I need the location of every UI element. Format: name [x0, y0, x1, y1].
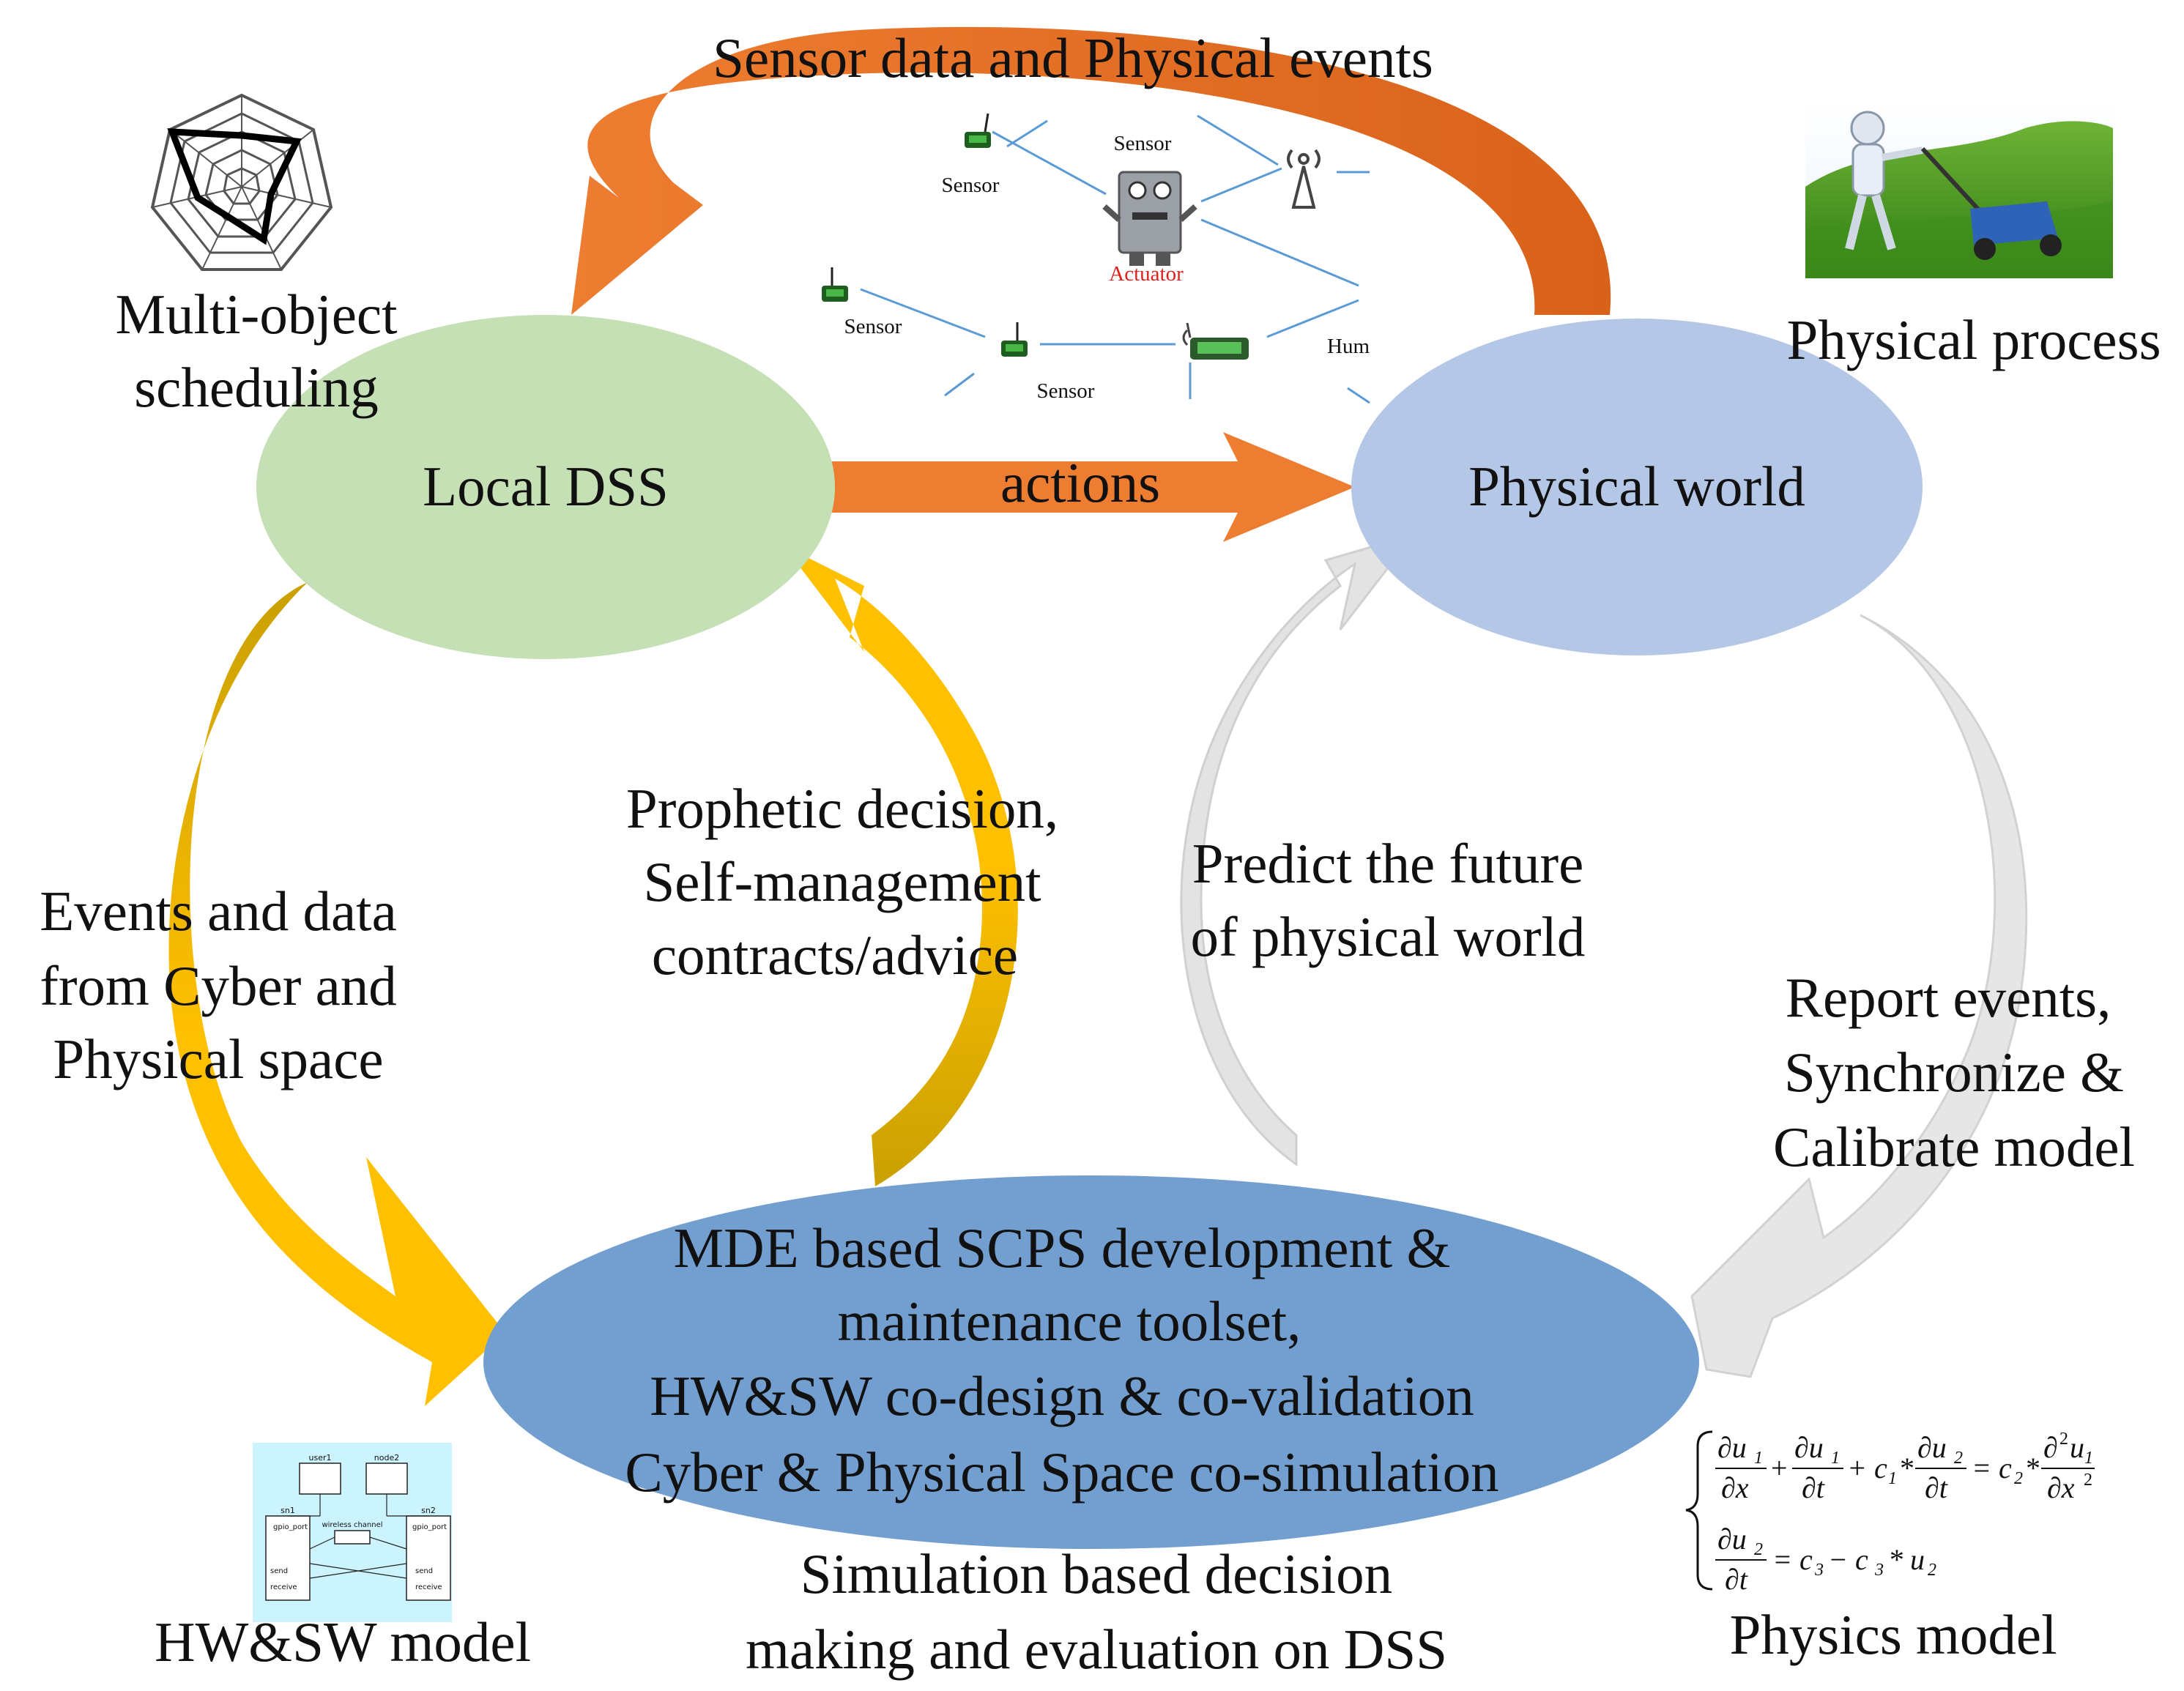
- events-data-arrow: [168, 582, 505, 1406]
- actions-arrow: [820, 432, 1355, 542]
- eq2-num: ∂u: [1717, 1523, 1747, 1556]
- physics-model-label: Physics model: [1729, 1603, 2057, 1666]
- events-data-line-1: Events and data: [40, 880, 397, 943]
- multi-object-line-1: Multi-object: [116, 283, 398, 346]
- eq1-den-1: ∂x: [1721, 1471, 1749, 1504]
- eq1-num-4: ∂: [2043, 1431, 2058, 1464]
- prophetic-line-1: Prophetic decision,: [626, 777, 1058, 840]
- toolset-node: [483, 1175, 1699, 1549]
- eq1-plus-1: +: [1771, 1452, 1788, 1484]
- physical-process-label: Physical process: [1786, 308, 2161, 371]
- report-line-2: Synchronize &: [1784, 1041, 2124, 1104]
- eq1-num-3: ∂u: [1917, 1431, 1947, 1464]
- simulation-line-2: making and evaluation on DSS: [746, 1618, 1447, 1681]
- eq1-den-3: ∂t: [1925, 1471, 1948, 1504]
- eq2-minus-c3-sub: 3: [1874, 1561, 1884, 1580]
- simulation-line-1: Simulation based decision: [801, 1542, 1392, 1605]
- eq1-num-4-sub: 1: [2084, 1449, 2093, 1468]
- robot-mowing-lawn-image: [1805, 99, 2113, 278]
- sensor-node-icon: [1001, 322, 1028, 357]
- sensor-node-icon: [822, 267, 848, 302]
- thumb-port-5: send: [415, 1567, 433, 1575]
- sensor-label-4: Sensor: [1037, 379, 1095, 403]
- report-line-3: Calibrate model: [1773, 1115, 2135, 1178]
- sensor-data-arrow: [571, 26, 1611, 315]
- physical-world-label: Physical world: [1468, 455, 1805, 518]
- prophetic-decision-arrow: [784, 546, 1018, 1186]
- top-label: Sensor data and Physical events: [713, 26, 1433, 89]
- antenna-icon: [1287, 149, 1321, 209]
- gateway-icon: [1182, 322, 1249, 360]
- eq1-num-2: ∂u: [1794, 1431, 1824, 1464]
- toolset-line-1: MDE based SCPS development &: [674, 1216, 1451, 1279]
- report-line-1: Report events,: [1786, 966, 2111, 1029]
- sensor-network: Sensor Sensor Sensor Sensor Actuator Hum: [822, 113, 1370, 404]
- events-data-line-2: from Cyber and: [40, 954, 397, 1017]
- eq1-c2: = c: [1972, 1452, 2012, 1484]
- eq1-num-1-sub: 1: [1754, 1449, 1763, 1468]
- robot-actuator-icon: [1102, 171, 1197, 266]
- predict-line-1: Predict the future: [1192, 832, 1584, 895]
- radar-chart-icon: [150, 93, 333, 271]
- events-data-line-3: Physical space: [53, 1027, 383, 1090]
- thumb-port-3: send: [270, 1567, 288, 1575]
- human-label: Hum: [1327, 335, 1370, 358]
- local-dss-node: [256, 315, 835, 659]
- sensor-label-1: Sensor: [942, 174, 1000, 197]
- eq1-c1-sub: 1: [1888, 1469, 1897, 1488]
- thumb-port-2: gpio_port: [412, 1523, 447, 1531]
- multi-object-line-2: scheduling: [134, 356, 379, 419]
- thumb-block-1: user1: [309, 1453, 332, 1463]
- eq2-minus-c3: − c: [1828, 1543, 1868, 1576]
- prophetic-line-2: Self-management: [643, 850, 1041, 913]
- actuator-label: Actuator: [1109, 262, 1184, 286]
- sensor-node-icon: [965, 113, 991, 148]
- eq1-num-2-sub: 1: [1831, 1449, 1840, 1468]
- eq1-star-2: *: [2026, 1452, 2040, 1484]
- physics-model-equations: ∂u 1 ∂x + ∂u 1 ∂t + c 1 * ∂u 2 ∂t = c 2 …: [1685, 1430, 2095, 1596]
- toolset-line-3: HW&SW co-design & co-validation: [650, 1364, 1474, 1427]
- actions-label: actions: [1000, 451, 1160, 514]
- physical-world-node: [1351, 319, 1923, 655]
- eq1-c2-sub: 2: [2014, 1469, 2023, 1488]
- eq2-num-sub: 2: [1754, 1540, 1763, 1559]
- eq1-den-4-sup: 2: [2084, 1471, 2092, 1490]
- sensor-label-2: Sensor: [1114, 132, 1172, 155]
- thumb-channel: wireless channel: [322, 1521, 382, 1529]
- eq2-den: ∂t: [1725, 1563, 1748, 1596]
- thumb-port-6: receive: [415, 1583, 442, 1591]
- prophetic-line-3: contracts/advice: [652, 923, 1018, 986]
- eq1-num-4-sup: 2: [2059, 1430, 2068, 1449]
- thumb-block-4: sn2: [421, 1506, 436, 1515]
- hwsw-model-thumbnail: user1 node2 sn1 sn2 gpio_port gpio_port …: [253, 1443, 452, 1622]
- predict-line-2: of physical world: [1191, 905, 1586, 968]
- eq1-c1: + c: [1847, 1452, 1887, 1484]
- eq1-star-1: *: [1900, 1452, 1914, 1484]
- thumb-port-4: receive: [270, 1583, 297, 1591]
- report-events-arrow: [1690, 614, 2028, 1378]
- eq1-den-2: ∂t: [1802, 1471, 1825, 1504]
- sensor-label-3: Sensor: [844, 315, 902, 338]
- local-dss-label: Local DSS: [423, 455, 669, 518]
- toolset-line-4: Cyber & Physical Space co-simulation: [625, 1441, 1498, 1504]
- thumb-block-3: sn1: [281, 1506, 295, 1515]
- thumb-block-2: node2: [374, 1453, 399, 1463]
- eq1-num-3-sub: 2: [1954, 1449, 1963, 1468]
- eq2-u2: * u: [1888, 1543, 1925, 1576]
- eq2-c3-sub: 3: [1814, 1561, 1824, 1580]
- toolset-line-2: maintenance toolset,: [838, 1290, 1301, 1353]
- eq1-num-4-u: u: [2070, 1431, 2084, 1464]
- thumb-port-1: gpio_port: [273, 1523, 308, 1531]
- eq2-c3: = c: [1772, 1543, 1813, 1576]
- eq1-num-1: ∂u: [1717, 1431, 1747, 1464]
- eq1-den-4: ∂x: [2047, 1471, 2075, 1504]
- eq2-u2-sub: 2: [1928, 1561, 1936, 1580]
